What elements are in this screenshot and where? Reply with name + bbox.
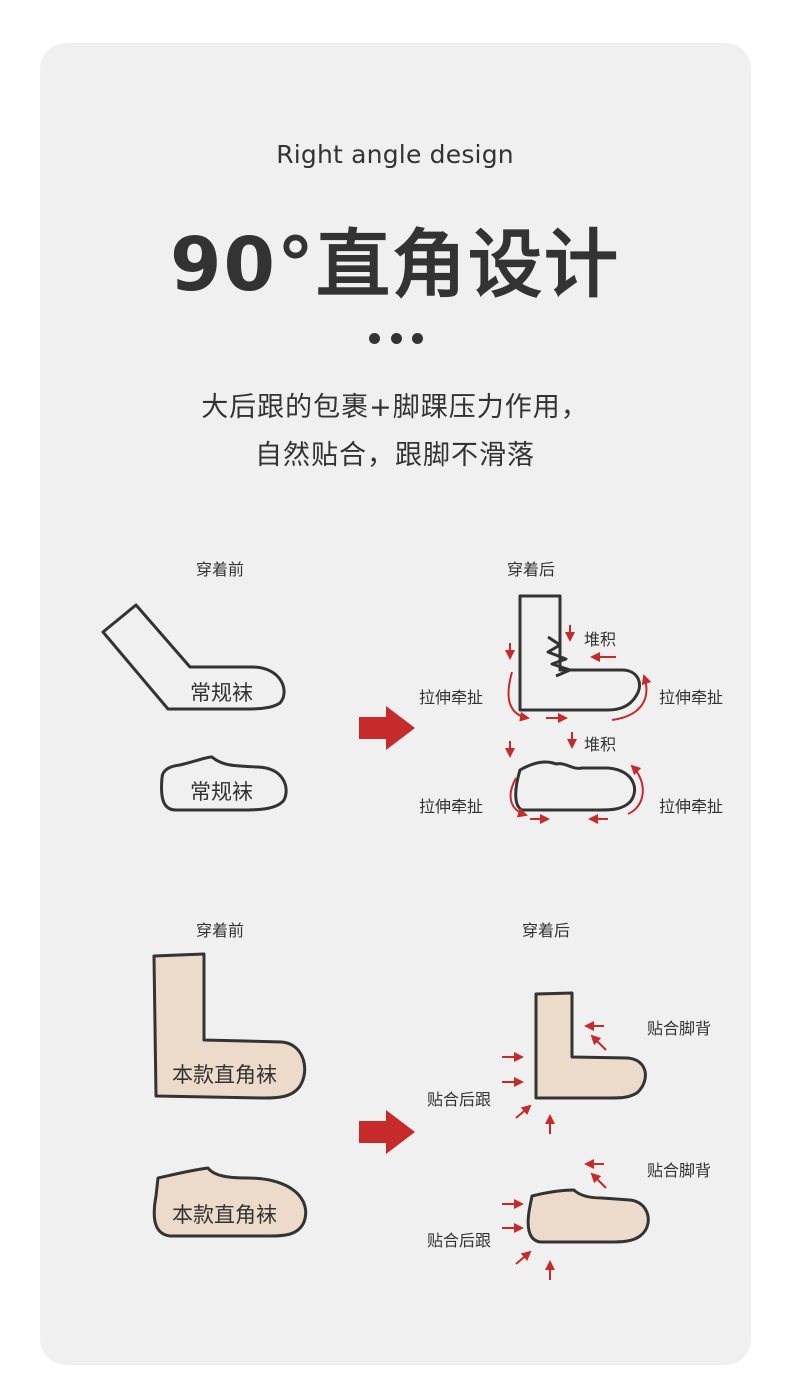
regular-crew-sock-worn: [518, 594, 641, 712]
description-line-1: 大后跟的包裹+脚踝压力作用，: [201, 392, 589, 423]
before-label: 穿着前: [196, 921, 245, 940]
fit-instep-label: 贴合脚背: [647, 1161, 712, 1180]
regular-ankle-sock: [160, 755, 288, 812]
stretch-label: 拉伸牵扯: [419, 688, 484, 707]
regular-crew-sock-label: 常规袜: [190, 681, 253, 705]
red-arrow: [590, 1034, 607, 1051]
right-angle-crew-sock-label: 本款直角袜: [172, 1063, 277, 1087]
red-arrow: [590, 1172, 607, 1189]
regular-ankle-sock-worn: [514, 760, 636, 812]
wrinkle-mark: [546, 635, 572, 678]
red-arrow: [507, 671, 530, 722]
pile-label: 堆积: [584, 735, 617, 754]
fit-heel-label: 贴合后跟: [427, 1090, 492, 1109]
fit-heel-label: 贴合后跟: [427, 1231, 492, 1250]
arrow-right-icon: [359, 706, 415, 750]
red-arrow: [509, 777, 528, 818]
red-arrow: [515, 1104, 532, 1119]
fit-instep-label: 贴合脚背: [647, 1019, 712, 1038]
red-arrow: [627, 764, 644, 815]
stretch-label: 拉伸牵扯: [659, 797, 724, 816]
dot: [369, 333, 380, 344]
dot: [412, 333, 423, 344]
after-label: 穿着后: [507, 560, 556, 579]
after-label: 穿着后: [522, 921, 571, 940]
red-arrow: [611, 674, 652, 721]
description-line-2: 自然贴合，跟脚不滑落: [255, 440, 535, 471]
arrow-right-icon: [359, 1110, 415, 1154]
stretch-label: 拉伸牵扯: [659, 688, 724, 707]
page-subtitle: Right angle design: [276, 140, 514, 169]
right-angle-ankle-sock-worn: [526, 1188, 650, 1244]
page-title: 90°直角设计: [170, 222, 620, 308]
regular-crew-sock: [101, 603, 286, 711]
right-angle-crew-sock: [152, 952, 307, 1100]
dot: [390, 333, 402, 344]
right-angle-ankle-sock-label: 本款直角袜: [172, 1203, 277, 1227]
right-angle-crew-sock-worn: [534, 991, 647, 1100]
red-arrow: [515, 1250, 532, 1265]
regular-ankle-sock-label: 常规袜: [190, 780, 253, 804]
ellipsis-icon: [369, 333, 423, 345]
before-label: 穿着前: [196, 560, 245, 579]
right-angle-ankle-sock: [152, 1166, 308, 1238]
stretch-label: 拉伸牵扯: [419, 797, 484, 816]
pile-label: 堆积: [584, 630, 617, 649]
